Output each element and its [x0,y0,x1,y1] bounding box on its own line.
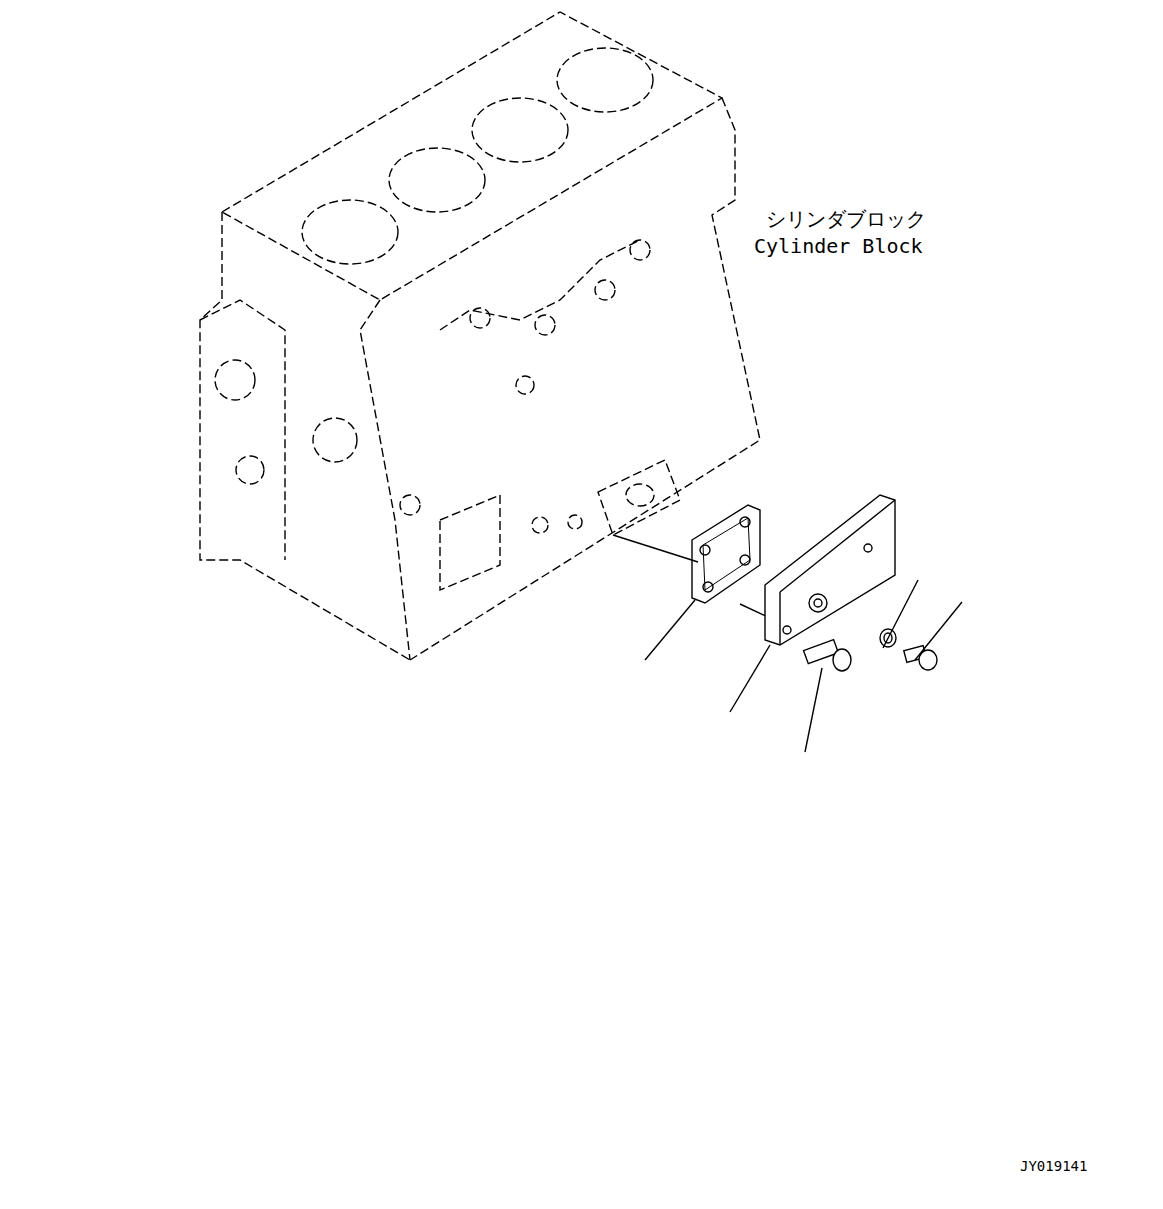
part-name: Cylinder Block [754,234,923,258]
figure-code: JY019141 [1020,1158,1087,1174]
part-name: シリンダブロック [766,206,926,233]
